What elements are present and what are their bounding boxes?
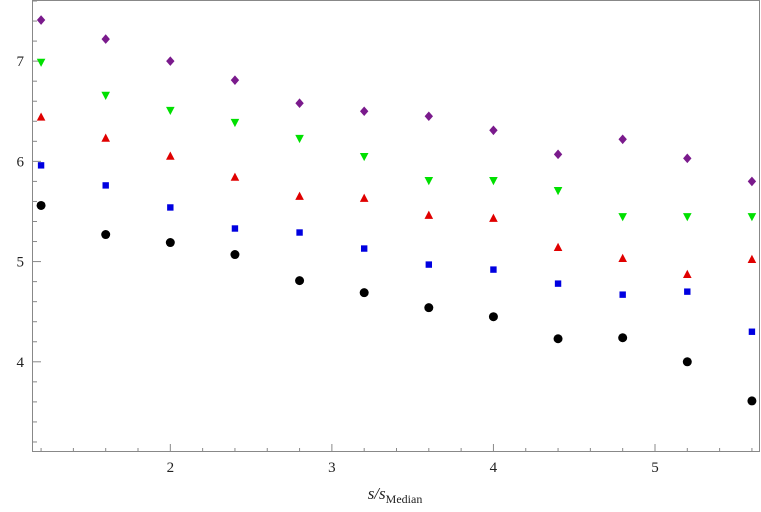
triangle-down-point: [36, 58, 46, 67]
diamond-point: [747, 176, 757, 187]
triangle-down-point: [230, 118, 240, 128]
triangle-down-point: [424, 176, 434, 186]
x-axis: 2 3 4 5: [40, 444, 753, 476]
square-point: [554, 280, 562, 287]
triangle-down-point: [683, 213, 692, 222]
y-axis: 4 5 6 7: [17, 0, 41, 443]
triangle-down-point: [101, 91, 110, 101]
circle-point: [553, 334, 563, 344]
triangle-down-point: [166, 106, 175, 116]
circle-point: [165, 238, 175, 248]
triangle-down-point: [489, 176, 498, 186]
x-tick-label: 5: [651, 460, 659, 476]
square-point: [748, 328, 756, 335]
triangle-up-point: [295, 191, 304, 200]
square-point: [490, 266, 497, 273]
triangle-down-point: [747, 213, 757, 222]
triangle-up-point: [618, 253, 627, 262]
square-point: [684, 288, 691, 295]
triangle-up-point: [683, 269, 692, 279]
triangle-down-point: [618, 213, 627, 222]
diamond-point: [618, 134, 627, 145]
triangle-up-point: [424, 210, 434, 219]
circle-point: [618, 333, 628, 343]
circle-point: [230, 250, 240, 260]
y-tick-label: 7: [17, 54, 25, 70]
y-tick-label: 4: [17, 355, 25, 371]
diamond-point: [359, 106, 369, 117]
diamond-point: [424, 111, 434, 122]
triangle-up-point: [489, 213, 498, 222]
triangle-up-point: [359, 193, 369, 202]
square-point: [619, 291, 626, 298]
x-tick-label: 2: [167, 460, 175, 476]
circle-point: [101, 230, 111, 240]
diamond-point: [489, 125, 498, 136]
y-tick-label: 6: [17, 154, 25, 170]
circle-point: [682, 357, 692, 367]
x-axis-title: s/sMedian: [368, 484, 423, 506]
square-point: [37, 162, 45, 169]
triangle-up-point: [230, 172, 240, 181]
triangle-up-point: [747, 254, 757, 263]
diamond-point: [36, 15, 46, 25]
square-point: [425, 261, 433, 268]
triangle-up-point: [166, 151, 175, 160]
circle-point: [359, 288, 369, 298]
x-tick-label: 3: [328, 460, 336, 476]
diamond-point: [295, 98, 304, 109]
circle-point: [424, 303, 434, 313]
data-points: [36, 15, 757, 406]
triangle-up-point: [553, 242, 563, 251]
plot-frame: [32, 0, 760, 452]
square-point: [102, 182, 109, 189]
x-tick-label: 4: [490, 460, 498, 476]
triangle-down-point: [553, 187, 563, 196]
diamond-point: [101, 34, 110, 44]
circle-point: [488, 312, 498, 322]
y-tick-label: 5: [17, 255, 25, 271]
circle-point: [747, 396, 757, 406]
triangle-down-point: [359, 152, 369, 162]
diamond-point: [683, 153, 692, 164]
diamond-point: [166, 56, 175, 66]
square-point: [167, 204, 174, 211]
triangle-up-point: [101, 133, 110, 142]
triangle-down-point: [295, 134, 304, 144]
square-point: [296, 229, 303, 236]
square-point: [360, 245, 368, 252]
diamond-point: [553, 149, 563, 160]
triangle-up-point: [36, 112, 46, 121]
circle-point: [36, 200, 46, 210]
square-point: [231, 225, 239, 232]
circle-point: [295, 276, 305, 286]
diamond-point: [230, 75, 240, 85]
